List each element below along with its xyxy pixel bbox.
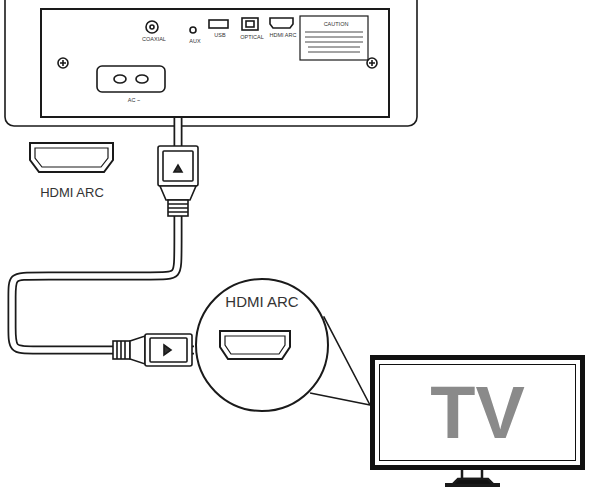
callout-circle: HDMI ARC: [194, 277, 330, 413]
hdmi-plug: [158, 146, 198, 216]
port-label: AUX: [189, 39, 200, 45]
aux-jack: [190, 27, 196, 33]
hdmi-cable: [12, 118, 194, 350]
port-label: USB: [214, 33, 225, 39]
usb-port: [209, 20, 228, 28]
caution-lines: [305, 32, 363, 52]
tv-stand: [445, 470, 500, 485]
cable-core: [12, 118, 194, 350]
caution-label: [300, 16, 368, 60]
port-name: HDMI ARC: [225, 293, 298, 310]
port-label: HDMI ARC: [270, 33, 297, 39]
hdmi-port-label: HDMI ARC: [20, 138, 124, 200]
power-socket: [97, 66, 165, 92]
port-name: HDMI ARC: [40, 185, 104, 200]
soundbar-body: [5, 0, 417, 126]
optical-port: [242, 18, 258, 30]
port-label: OPTICAL: [240, 35, 264, 41]
tv-label: TV: [430, 376, 525, 450]
port-label: COAXIAL: [142, 37, 166, 43]
hdmi-port: [270, 18, 293, 28]
port-label: CAUTION: [324, 22, 349, 28]
hdmi-port-icon: [30, 143, 113, 172]
port-label: AC ~: [128, 98, 140, 104]
tv-screen: TV: [370, 355, 585, 470]
hdmi-plug: [113, 334, 192, 366]
soundbar-panel: COAXIAL AUX USB OPTICAL HDMI ARC CAUTION AC ~: [40, 8, 390, 118]
coaxial-jack: [146, 21, 158, 33]
